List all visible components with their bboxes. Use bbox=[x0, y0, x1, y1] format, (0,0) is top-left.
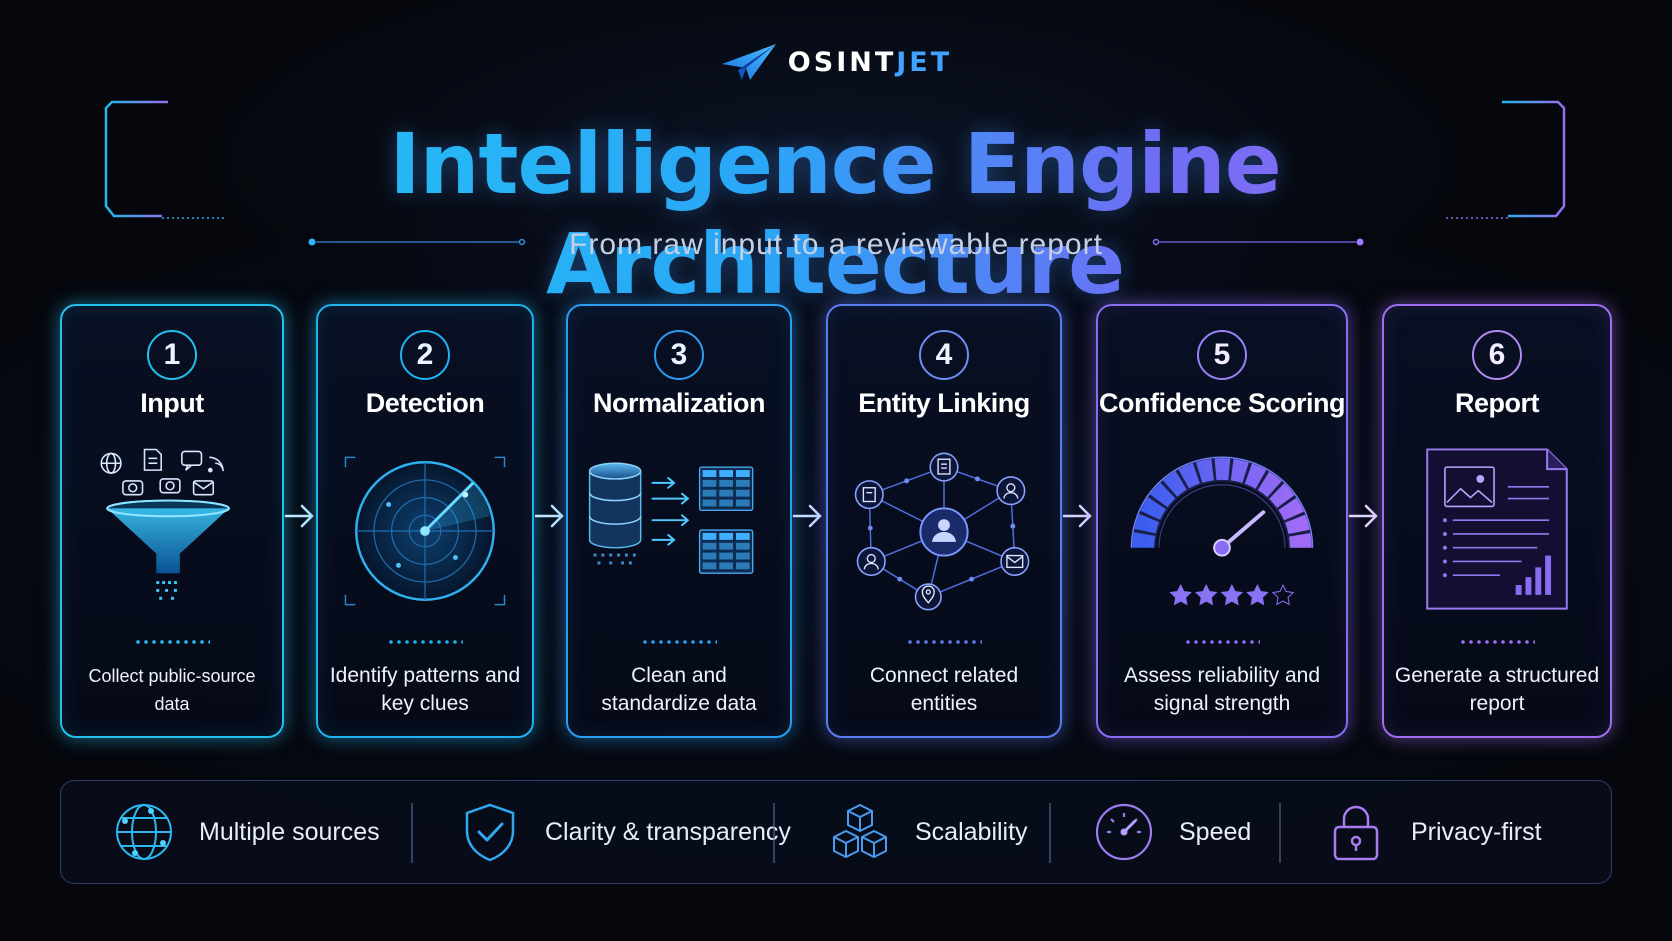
divider-dots bbox=[387, 640, 463, 644]
feature-label: Multiple sources bbox=[199, 817, 380, 846]
step-card-detection: 2 Detection Identify patterns and key bbox=[316, 304, 534, 738]
step-title: Normalization bbox=[592, 388, 766, 418]
step-description: Collect public-source data bbox=[88, 666, 256, 714]
step-number: 2 bbox=[400, 330, 450, 380]
report-document-icon bbox=[1426, 448, 1568, 610]
divider-dots bbox=[906, 640, 982, 644]
shield-check-icon bbox=[465, 803, 515, 862]
feature-label: Speed bbox=[1179, 817, 1252, 846]
padlock-icon bbox=[1333, 805, 1379, 861]
funnel-icon bbox=[100, 448, 230, 600]
paper-plane-icon bbox=[721, 44, 776, 80]
subtitle-row: From raw input to a reviewable report bbox=[0, 228, 1672, 261]
step-card-input: 1 Input bbox=[60, 304, 284, 738]
arrow-right-icon bbox=[1348, 504, 1378, 528]
feature-privacy-first: Privacy-first bbox=[1323, 781, 1542, 883]
feature-separator bbox=[1279, 803, 1281, 863]
brand-name-accent: JET bbox=[896, 46, 953, 78]
step-title: Detection bbox=[365, 388, 485, 418]
step-description: Clean and standardize data bbox=[601, 664, 757, 715]
step-card-confidence-scoring: 5 Confidence Scoring Assess relia bbox=[1096, 304, 1348, 738]
step-number: 3 bbox=[654, 330, 704, 380]
title-frame: Intelligence Engine Architecture bbox=[104, 100, 1566, 313]
page-title: Intelligence Engine Architecture bbox=[104, 114, 1566, 314]
radar-icon bbox=[344, 456, 506, 606]
feature-label: Clarity & transparency bbox=[545, 817, 791, 846]
feature-label: Privacy-first bbox=[1411, 817, 1542, 846]
feature-separator bbox=[773, 803, 775, 863]
cubes-icon bbox=[833, 804, 887, 858]
arrow-right-icon bbox=[284, 504, 314, 528]
arrow-right-icon bbox=[1062, 504, 1092, 528]
feature-separator bbox=[1049, 803, 1051, 863]
feature-clarity-transparency: Clarity & transparency bbox=[457, 781, 791, 883]
divider-dots bbox=[134, 640, 210, 644]
step-number: 4 bbox=[919, 330, 969, 380]
database-icon bbox=[588, 462, 754, 574]
divider-dots bbox=[641, 640, 717, 644]
subtitle-decor-lines bbox=[308, 238, 1364, 246]
rating-stars bbox=[1169, 584, 1295, 606]
speedometer-icon bbox=[1095, 803, 1153, 861]
arrow-right-icon bbox=[534, 504, 564, 528]
step-title: Entity Linking bbox=[858, 388, 1030, 418]
feature-separator bbox=[411, 803, 413, 863]
feature-speed: Speed bbox=[1091, 781, 1251, 883]
step-card-entity-linking: 4 Entity Linking bbox=[826, 304, 1062, 738]
step-description: Assess reliability and signal strength bbox=[1123, 664, 1321, 715]
divider-dots bbox=[1459, 640, 1535, 644]
step-number: 1 bbox=[147, 330, 197, 380]
gauge-icon bbox=[1130, 456, 1314, 606]
step-number: 6 bbox=[1472, 330, 1522, 380]
step-title: Report bbox=[1455, 388, 1540, 418]
step-title: Input bbox=[140, 388, 204, 418]
brand-logo: OSINTJET bbox=[0, 40, 1672, 84]
feature-multiple-sources: Multiple sources bbox=[111, 781, 380, 883]
network-icon bbox=[854, 452, 1030, 611]
step-description: Connect related entities bbox=[869, 664, 1019, 715]
step-number: 5 bbox=[1197, 330, 1247, 380]
page-subtitle: From raw input to a reviewable report bbox=[569, 228, 1103, 261]
features-bar: Multiple sources Clarity & transparency … bbox=[60, 780, 1612, 884]
step-title: Confidence Scoring bbox=[1098, 388, 1346, 418]
step-description: Identify patterns and key clues bbox=[329, 664, 521, 715]
divider-dots bbox=[1184, 640, 1260, 644]
globe-icon bbox=[116, 804, 172, 860]
step-description: Generate a structured report bbox=[1394, 664, 1600, 715]
step-card-normalization: 3 Normalization bbox=[566, 304, 792, 738]
title-bracket-frame bbox=[104, 100, 1566, 219]
feature-scalability: Scalability bbox=[827, 781, 1028, 883]
feature-label: Scalability bbox=[915, 817, 1028, 846]
step-card-report: 6 Report Generate a structur bbox=[1382, 304, 1612, 738]
arrow-right-icon bbox=[792, 504, 822, 528]
brand-name-main: OSINT bbox=[787, 46, 897, 78]
